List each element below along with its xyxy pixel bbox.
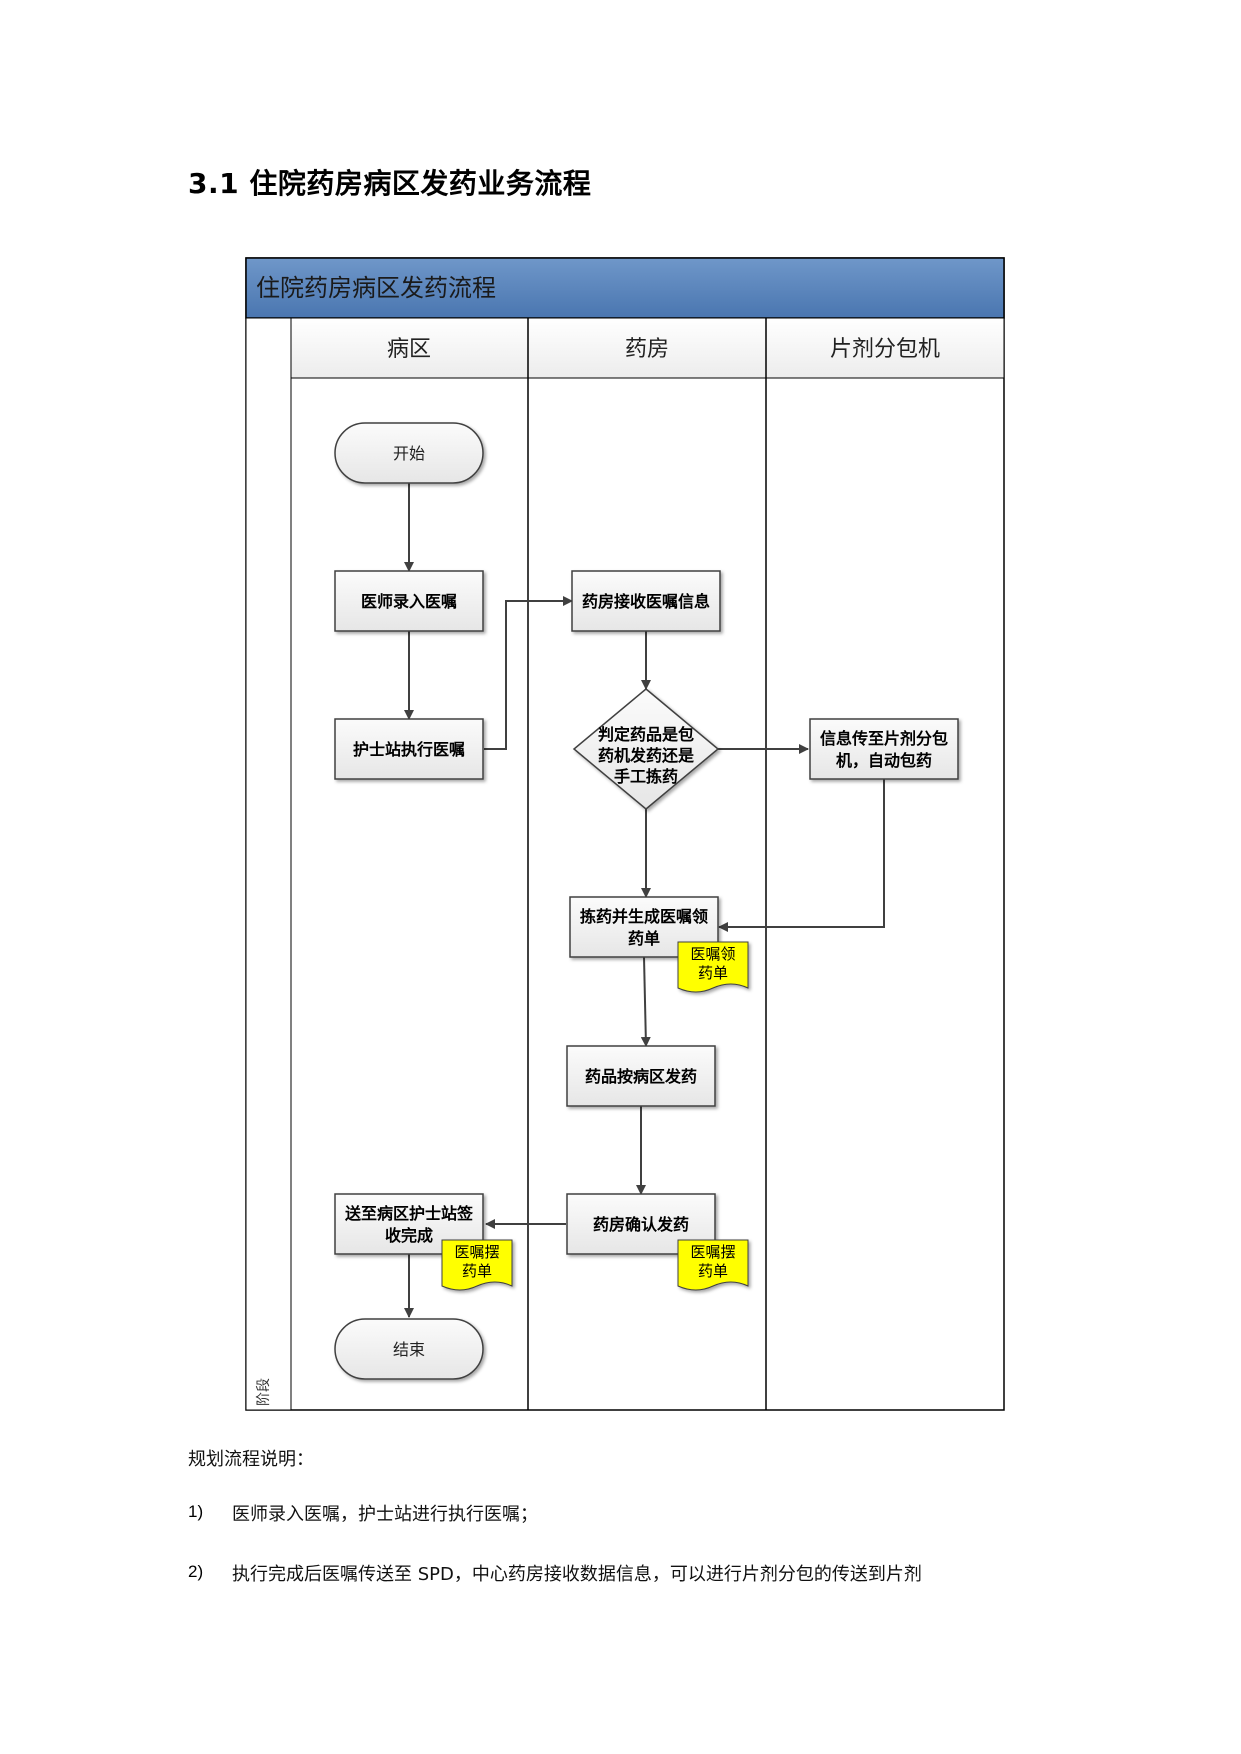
document-placement-pharmacy xyxy=(677,1239,749,1291)
lane-header-packer xyxy=(765,317,1005,379)
process-nurse-exec-label: 护士站执行医嘱 xyxy=(353,740,465,759)
process-dispense-label: 药品按病区发药 xyxy=(585,1067,697,1086)
process-doctor-entry-label: 医师录入医嘱 xyxy=(361,592,457,611)
document-placement-pharmacy-line1: 医嘱摆 xyxy=(690,1243,735,1261)
document-placement-ward-line1: 医嘱摆 xyxy=(454,1243,499,1261)
lane-header-ward xyxy=(290,317,529,379)
document-placement-pharmacy-line2: 药单 xyxy=(698,1262,728,1280)
process-packer-label-line2: 机，自动包药 xyxy=(836,751,932,770)
process-packer-label-line1: 信息传至片剂分包 xyxy=(820,729,948,748)
note-item-number: 1) xyxy=(188,1502,204,1521)
document-placement-ward xyxy=(441,1239,513,1291)
notes-intro: 规划流程说明： xyxy=(188,1449,314,1470)
start-label: 开始 xyxy=(393,444,425,463)
document-requisition xyxy=(677,941,749,993)
lane-header-pharmacy xyxy=(527,317,767,379)
end-terminator xyxy=(334,1318,484,1380)
lane-label-ward: 病区 xyxy=(387,337,431,362)
process-deliver-label-line2: 收完成 xyxy=(385,1226,433,1245)
process-doctor-entry xyxy=(334,570,484,632)
start-terminator xyxy=(334,422,484,484)
lane-label-pharmacy: 药房 xyxy=(625,337,669,362)
process-nurse-exec xyxy=(334,718,484,780)
process-pick-label-line1: 拣药并生成医嘱领 xyxy=(580,907,708,926)
arrow-pick-to-dispense xyxy=(640,956,651,1047)
process-pharmacy-receive-label: 药房接收医嘱信息 xyxy=(582,592,710,611)
stage-column xyxy=(245,317,292,1411)
arrow-exec-to-receive xyxy=(484,596,573,750)
section-heading: 3.1 住院药房病区发药业务流程 xyxy=(188,167,592,200)
decision-diamond xyxy=(572,688,720,810)
note-item-number: 2) xyxy=(188,1562,204,1581)
connectors xyxy=(404,483,885,1318)
decision-label-line3: 手工拣药 xyxy=(614,767,678,786)
diagram-title: 住院药房病区发药流程 xyxy=(256,274,496,302)
note-item-text: 执行完成后医嘱传送至 SPD，中心药房接收数据信息，可以进行片剂分包的传送到片剂 xyxy=(232,1564,922,1585)
stage-label: 阶段 xyxy=(256,1378,272,1406)
document-requisition-line2: 药单 xyxy=(698,964,728,982)
process-confirm-label: 药房确认发药 xyxy=(593,1215,689,1234)
process-packer xyxy=(809,718,959,780)
process-deliver-label-line1: 送至病区护士站签 xyxy=(344,1204,474,1223)
document-placement-ward-line2: 药单 xyxy=(462,1262,492,1280)
diagram-title-bar xyxy=(245,257,1005,319)
decision-label-line1: 判定药品是包 xyxy=(598,725,694,744)
process-pharmacy-receive xyxy=(571,570,721,632)
decision-label-line2: 药机发药还是 xyxy=(598,746,694,765)
process-pick-label-line2: 药单 xyxy=(628,929,660,948)
process-dispense xyxy=(566,1045,716,1107)
arrow-packer-to-pick xyxy=(718,779,885,932)
end-label: 结束 xyxy=(393,1340,425,1359)
lane-label-packer: 片剂分包机 xyxy=(830,337,940,362)
note-item-text: 医师录入医嘱，护士站进行执行医嘱； xyxy=(232,1504,538,1525)
document-requisition-line1: 医嘱领 xyxy=(690,945,735,963)
